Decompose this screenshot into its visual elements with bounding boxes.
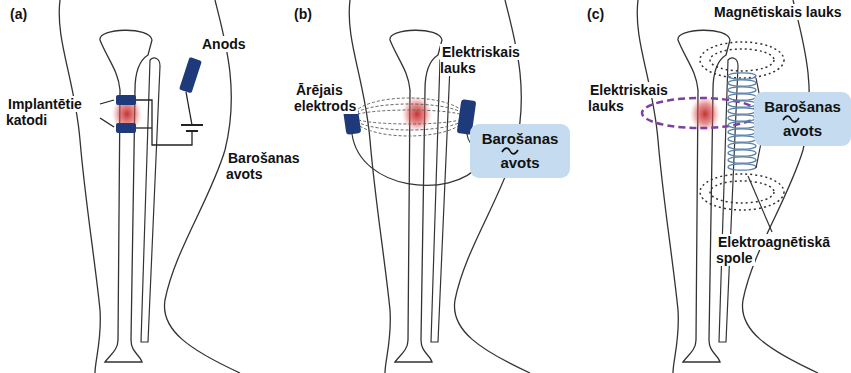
coil-winding bbox=[728, 108, 756, 114]
cathode bbox=[116, 95, 136, 105]
label-text: Barošanas avots bbox=[226, 150, 300, 182]
label-text: Elektriskais lauks bbox=[588, 82, 668, 114]
leg-outline bbox=[637, 0, 818, 373]
label-text: Ārējais elektrods bbox=[294, 82, 358, 114]
power-source-box: Barošanas avots bbox=[470, 124, 570, 178]
coil-winding bbox=[728, 94, 756, 100]
wires bbox=[352, 134, 480, 185]
wires bbox=[100, 92, 203, 145]
coil-winding bbox=[728, 115, 756, 121]
label-text: (b) bbox=[292, 6, 314, 22]
cathode bbox=[116, 123, 136, 133]
anode bbox=[179, 57, 202, 93]
label: (b) bbox=[292, 6, 314, 22]
coil-winding bbox=[728, 129, 756, 135]
coil-winding bbox=[728, 73, 756, 79]
power-source-box: Barošanas avots bbox=[754, 92, 851, 146]
label: Elektriskais lauks bbox=[588, 82, 668, 114]
label: Barošanas avots bbox=[226, 150, 306, 182]
label-text: Elektroagnētiskā spole bbox=[716, 234, 830, 266]
label: (c) bbox=[585, 6, 606, 22]
label-text: Implantētie katodi bbox=[6, 96, 82, 128]
label: Ārējais elektrods bbox=[294, 82, 370, 114]
label-text: (c) bbox=[585, 6, 606, 22]
coil-winding bbox=[728, 164, 756, 170]
ac-symbol bbox=[782, 115, 800, 123]
coil-winding bbox=[728, 136, 756, 142]
coil-winding bbox=[728, 101, 756, 107]
electric-field bbox=[353, 98, 465, 136]
coil-winding bbox=[728, 80, 756, 86]
coil-winding bbox=[728, 143, 756, 149]
label-text: Magnētiskais lauks bbox=[712, 4, 844, 20]
ac-symbol bbox=[501, 147, 519, 155]
label: Elektriskais lauks bbox=[440, 44, 532, 76]
label-text: (a) bbox=[8, 6, 29, 22]
label: (a) bbox=[8, 6, 29, 22]
coil-winding bbox=[728, 122, 756, 128]
label: Implantētie katodi bbox=[6, 96, 98, 128]
label: Anods bbox=[200, 36, 248, 52]
leg-outline bbox=[59, 0, 240, 373]
coil-winding bbox=[728, 150, 756, 156]
leg-outline bbox=[349, 0, 530, 373]
coil-winding bbox=[728, 157, 756, 163]
electric-field bbox=[642, 98, 758, 128]
label-text: Elektriskais lauks bbox=[440, 44, 520, 76]
electromagnetic-coil bbox=[728, 73, 756, 170]
label: Magnētiskais lauks bbox=[712, 4, 844, 20]
label-text: Anods bbox=[200, 36, 248, 52]
label: Elektroagnētiskā spole bbox=[716, 234, 846, 266]
node-text: Barošanas avots bbox=[478, 127, 562, 175]
coil-winding bbox=[728, 87, 756, 93]
node-text: Barošanas avots bbox=[762, 95, 843, 143]
